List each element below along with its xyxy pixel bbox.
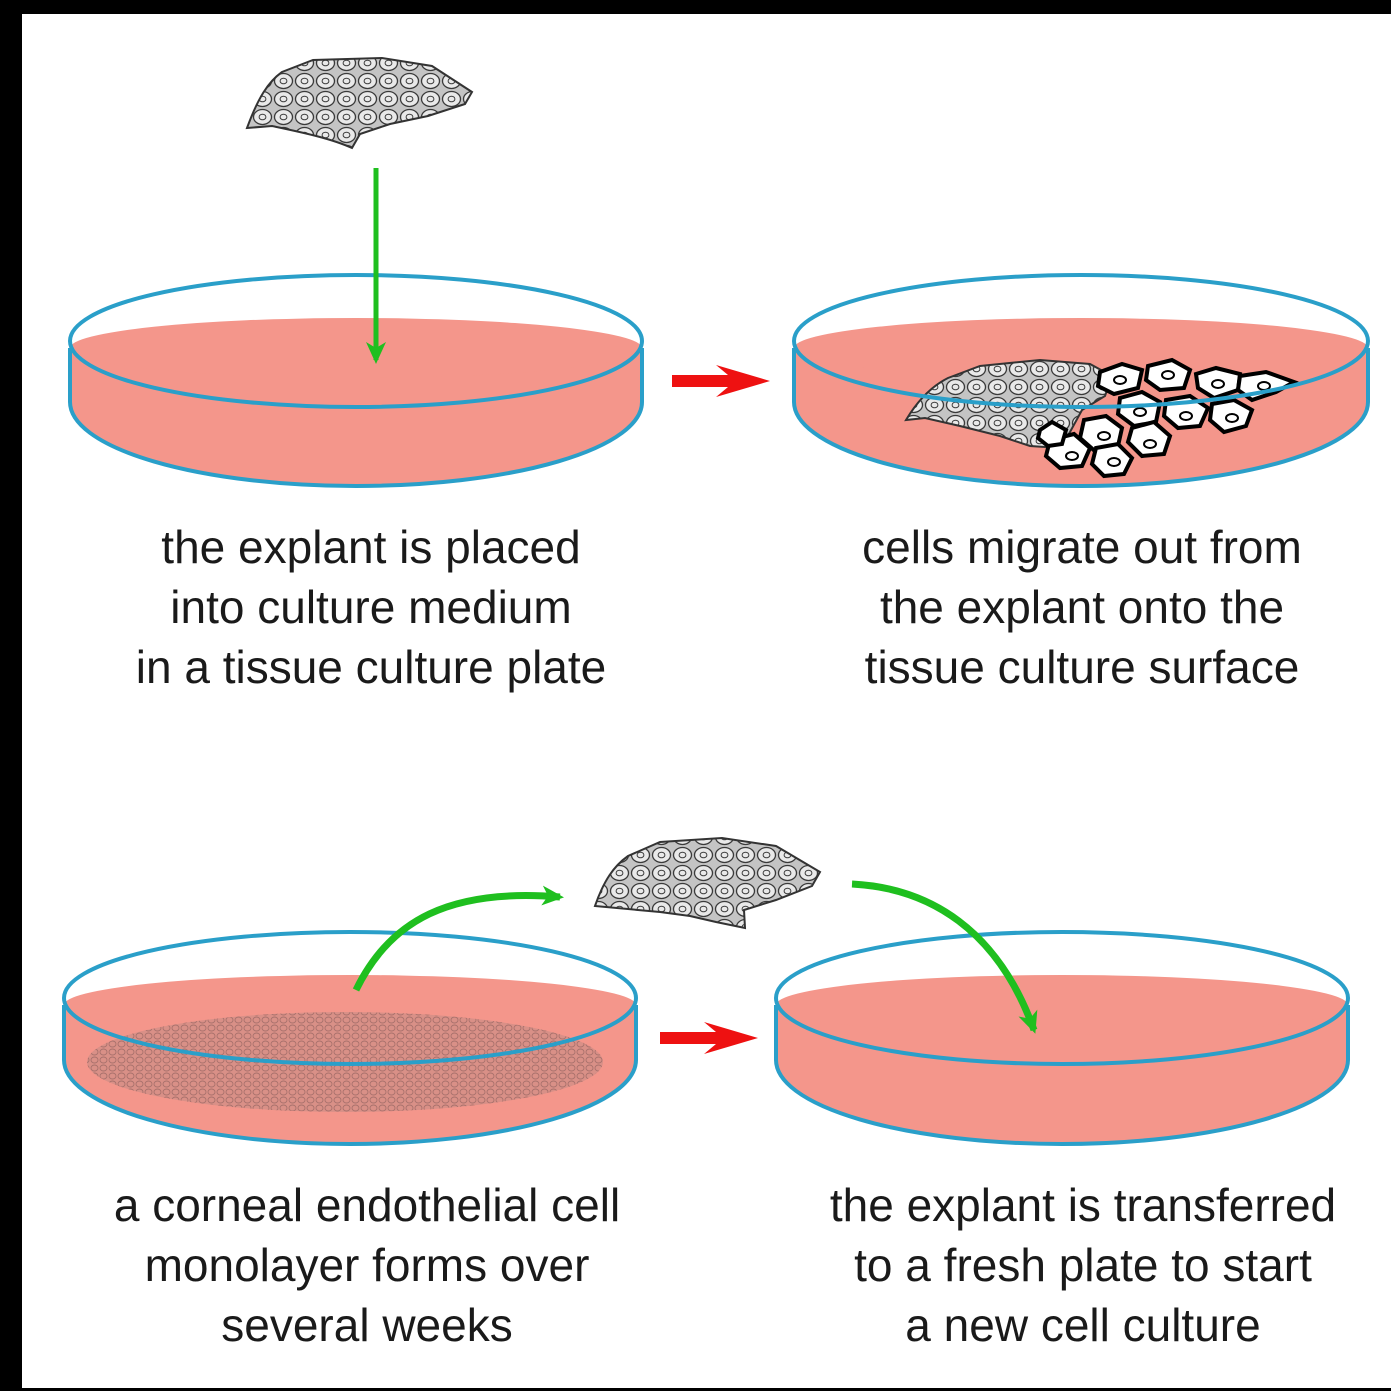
caption-line: the explant onto the bbox=[742, 577, 1391, 637]
caption-line: the explant is transferred bbox=[743, 1175, 1391, 1235]
caption-line: monolayer forms over bbox=[27, 1235, 707, 1295]
caption-line: to a fresh plate to start bbox=[743, 1235, 1391, 1295]
petri-dish-icon bbox=[70, 275, 642, 486]
caption-line: a new cell culture bbox=[743, 1295, 1391, 1355]
caption-line: a corneal endothelial cell bbox=[27, 1175, 707, 1235]
caption-line: in a tissue culture plate bbox=[31, 637, 711, 697]
red-arrow-icon bbox=[660, 1022, 758, 1054]
caption-line: several weeks bbox=[27, 1295, 707, 1355]
step-3-caption: a corneal endothelial cell monolayer for… bbox=[27, 1175, 707, 1355]
step-1-caption: the explant is placed into culture mediu… bbox=[31, 517, 711, 697]
petri-dish-icon bbox=[64, 932, 636, 1144]
step-4-caption: the explant is transferred to a fresh pl… bbox=[743, 1175, 1391, 1355]
caption-line: tissue culture surface bbox=[742, 637, 1391, 697]
caption-line: into culture medium bbox=[31, 577, 711, 637]
cell-sheet-icon bbox=[595, 838, 820, 928]
caption-line: cells migrate out from bbox=[742, 517, 1391, 577]
red-arrow-icon bbox=[672, 365, 770, 397]
petri-dish-icon bbox=[776, 932, 1348, 1144]
step-2-caption: cells migrate out from the explant onto … bbox=[742, 517, 1391, 697]
caption-line: the explant is placed bbox=[31, 517, 711, 577]
cell-sheet-icon bbox=[247, 58, 472, 148]
